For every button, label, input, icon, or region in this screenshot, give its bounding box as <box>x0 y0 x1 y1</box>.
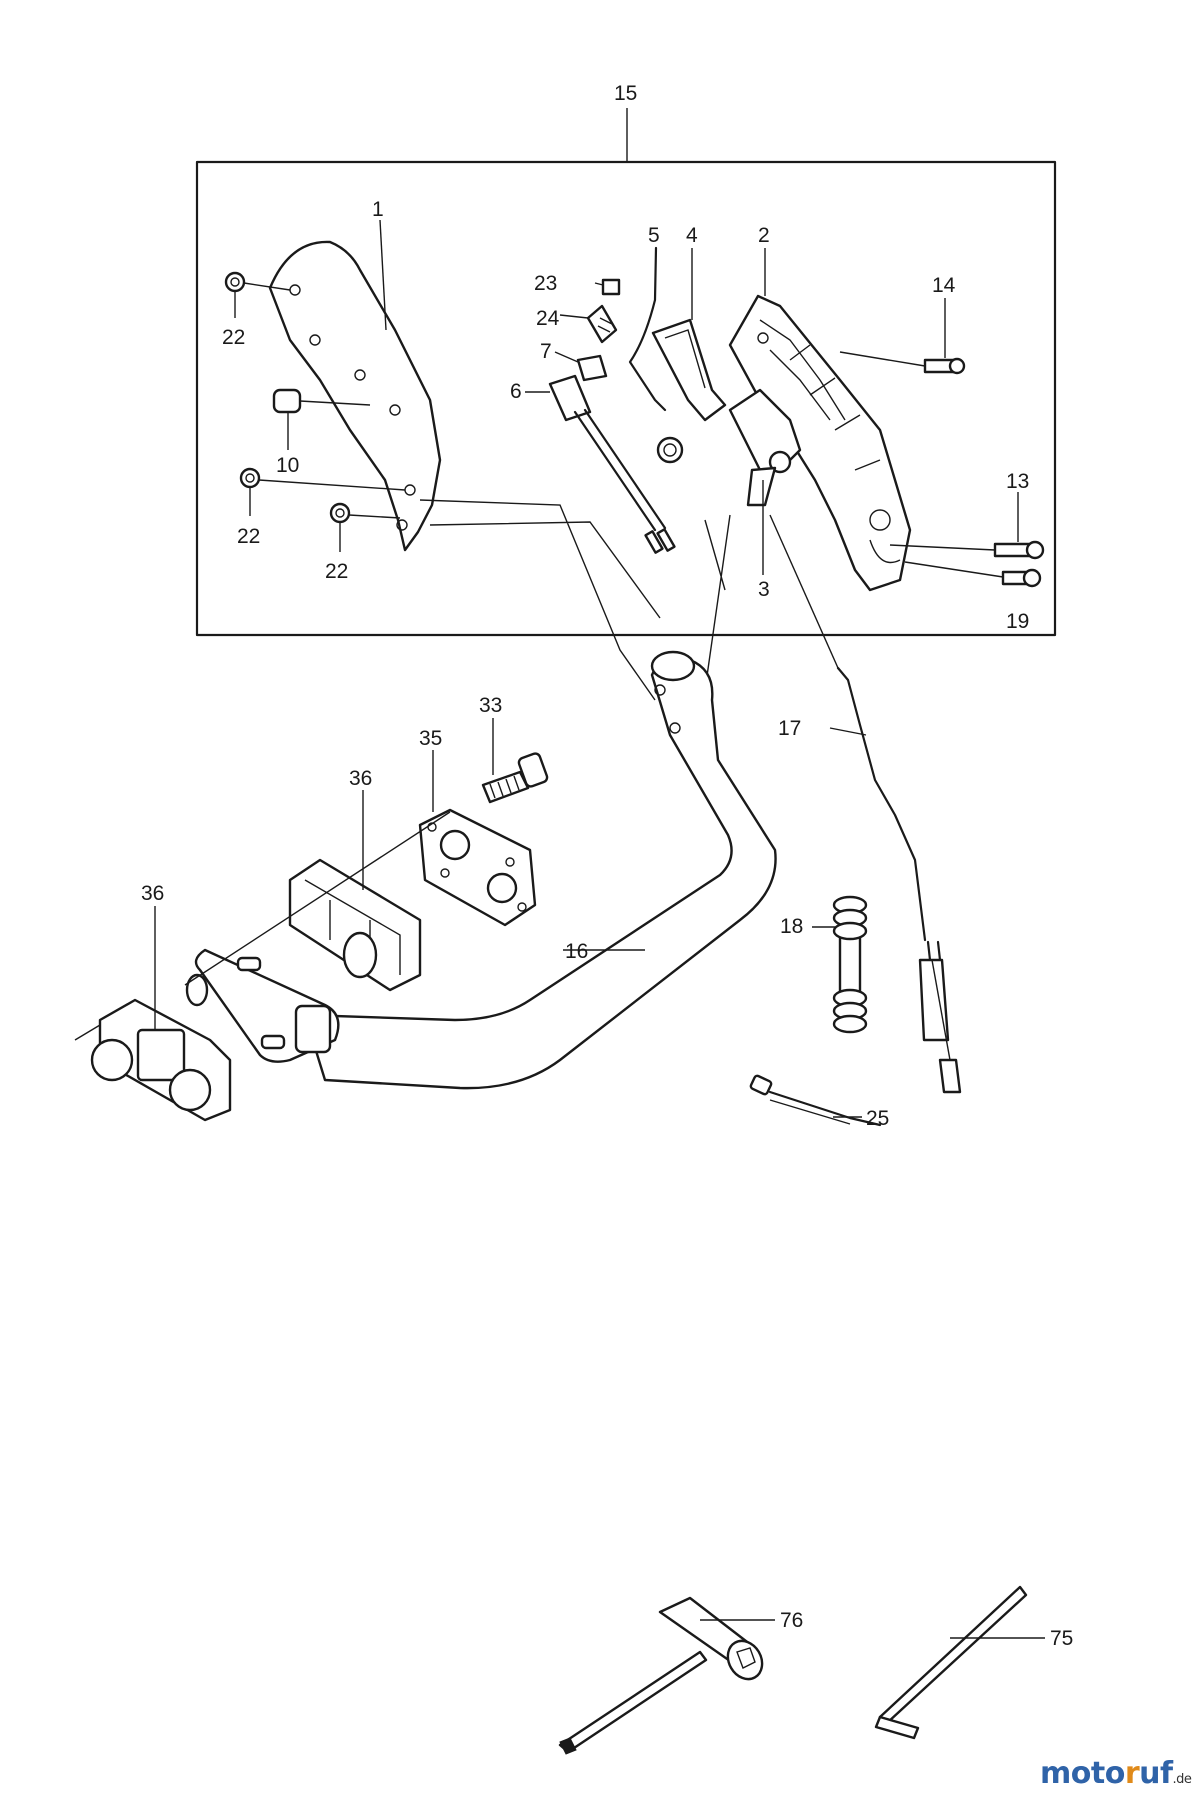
part-23-screw <box>594 278 621 296</box>
watermark-logo: motoruf.de <box>1040 1756 1192 1791</box>
callout-5: 5 <box>648 224 660 247</box>
callout-75: 75 <box>1050 1627 1073 1650</box>
part-14-screw <box>839 298 966 375</box>
part-1-handle-shell <box>268 219 442 552</box>
callout-35: 35 <box>419 727 442 750</box>
callout-76: 76 <box>780 1609 803 1632</box>
watermark-suffix: .de <box>1172 1772 1192 1787</box>
watermark-part-2: r <box>1124 1756 1140 1791</box>
callout-25: 25 <box>866 1107 889 1130</box>
callout-23: 23 <box>534 272 557 295</box>
watermark-part-1: moto <box>1040 1756 1125 1791</box>
part-35-plate <box>184 750 537 986</box>
callout-33: 33 <box>479 694 502 717</box>
part-3-trigger <box>728 388 802 575</box>
part-13-screw <box>889 492 1045 560</box>
callout-7: 7 <box>540 340 552 363</box>
part-7-plate <box>554 351 608 382</box>
callout-13: 13 <box>1006 470 1029 493</box>
part-76-socket-wrench <box>558 1596 775 1755</box>
part-4-throttle-lever <box>651 248 727 422</box>
assembly-frame-15 <box>195 160 1057 637</box>
part-33-bolt <box>481 718 549 804</box>
part-22-nut-low <box>329 502 401 552</box>
part-10-sleeve <box>272 388 371 450</box>
callout-3: 3 <box>758 578 770 601</box>
part-18-spring-sleeve <box>812 895 868 1034</box>
part-36-clamp-upper <box>288 790 422 992</box>
callout-10: 10 <box>276 454 299 477</box>
callout-22-top: 22 <box>222 326 245 349</box>
guide-lines <box>419 499 731 701</box>
callout-36-upper: 36 <box>349 767 372 790</box>
callout-labels: 15 1 5 4 2 14 23 24 7 6 22 10 22 22 13 3… <box>141 82 1073 1650</box>
callout-4: 4 <box>686 224 698 247</box>
callout-6: 6 <box>510 380 522 403</box>
callout-17: 17 <box>778 717 801 740</box>
part-25-cable-tie <box>749 1074 882 1127</box>
callout-2: 2 <box>758 224 770 247</box>
callout-22-mid: 22 <box>237 525 260 548</box>
part-5-spring <box>628 246 684 464</box>
part-75-hex-key <box>874 1585 1045 1740</box>
callout-15: 15 <box>614 82 637 105</box>
callout-19: 19 <box>1006 610 1029 633</box>
callout-1: 1 <box>372 198 384 221</box>
part-19-screw <box>904 561 1042 588</box>
callout-24: 24 <box>536 307 560 330</box>
part-24-spring-holder <box>559 304 618 344</box>
part-36-clamp-lower <box>74 906 232 1122</box>
callout-18: 18 <box>780 915 803 938</box>
part-16-handle-tube <box>303 650 777 1090</box>
part-clamp-shaft <box>185 948 340 1063</box>
part-22-nut-top <box>224 271 291 318</box>
part-6-switch-wire <box>525 374 676 554</box>
callout-16: 16 <box>565 940 588 963</box>
callout-36-lower: 36 <box>141 882 164 905</box>
part-22-nut-mid <box>239 467 406 516</box>
callout-14: 14 <box>932 274 956 297</box>
part-17-throttle-cable <box>769 514 962 1094</box>
callout-22-low: 22 <box>325 560 348 583</box>
watermark-part-3: uf <box>1139 1756 1173 1791</box>
